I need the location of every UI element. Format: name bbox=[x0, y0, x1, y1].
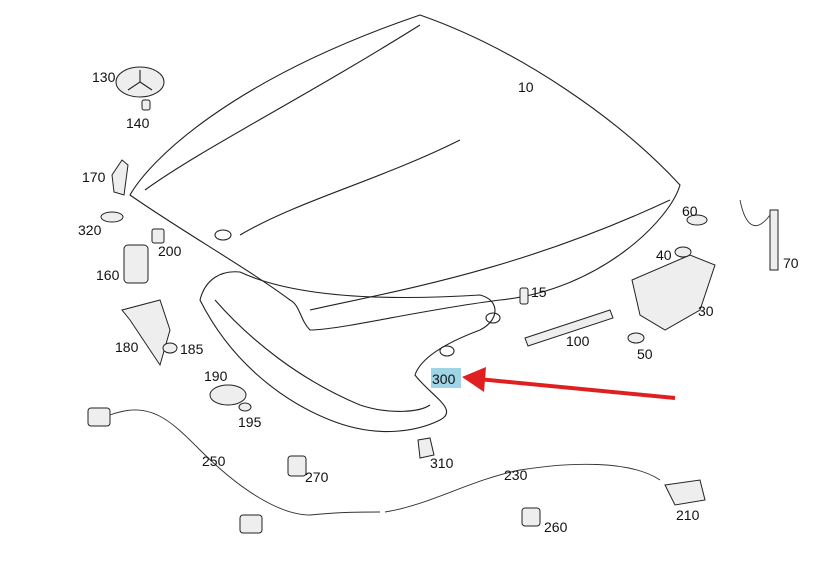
switch-270 bbox=[287, 455, 307, 477]
cable-230 bbox=[384, 463, 661, 513]
hood-bolt-hole bbox=[439, 345, 455, 357]
label-170: 170 bbox=[82, 169, 106, 185]
label-310: 310 bbox=[430, 455, 454, 471]
label-50: 50 bbox=[637, 346, 653, 362]
hood-crease bbox=[239, 139, 461, 236]
star-emblem-mark bbox=[127, 70, 153, 91]
cable-250 bbox=[109, 409, 381, 516]
label-270: 270 bbox=[305, 469, 329, 485]
hood-panel bbox=[129, 14, 681, 331]
part-190 bbox=[209, 384, 247, 406]
label-140: 140 bbox=[126, 115, 150, 131]
part-15 bbox=[519, 287, 529, 305]
actuator-70 bbox=[769, 209, 779, 271]
actuator-cable bbox=[739, 199, 771, 227]
washer-50 bbox=[627, 332, 645, 344]
label-200: 200 bbox=[158, 243, 182, 259]
hood-crease bbox=[309, 199, 671, 311]
label-10: 10 bbox=[518, 79, 534, 95]
pointer-arrow-head-icon bbox=[462, 367, 486, 392]
label-185: 185 bbox=[180, 341, 204, 357]
connector-250b bbox=[239, 514, 263, 534]
label-100: 100 bbox=[566, 333, 590, 349]
label-260: 260 bbox=[544, 519, 568, 535]
clip-310 bbox=[417, 437, 435, 459]
part-200 bbox=[151, 228, 165, 244]
liner-inner-edge bbox=[214, 299, 431, 412]
buffer-160 bbox=[123, 244, 149, 284]
part-320 bbox=[100, 211, 124, 223]
part-170 bbox=[111, 159, 129, 196]
part-40 bbox=[674, 246, 692, 258]
label-60: 60 bbox=[682, 203, 698, 219]
label-130: 130 bbox=[92, 69, 116, 85]
label-300: 300 bbox=[432, 371, 456, 387]
hood-liner-300 bbox=[199, 271, 496, 433]
label-40: 40 bbox=[656, 247, 672, 263]
highlight-300 bbox=[431, 368, 461, 388]
label-160: 160 bbox=[96, 267, 120, 283]
part-140 bbox=[141, 99, 151, 111]
pointer-arrow-shaft bbox=[477, 377, 676, 400]
label-210: 210 bbox=[676, 507, 700, 523]
label-250: 250 bbox=[202, 453, 226, 469]
gas-strut-100 bbox=[524, 309, 614, 347]
bracket-180 bbox=[121, 299, 171, 367]
label-320: 320 bbox=[78, 222, 102, 238]
hood-bolt-hole bbox=[485, 312, 501, 324]
hood-crease bbox=[144, 24, 421, 191]
connector-250a bbox=[87, 407, 111, 427]
label-70: 70 bbox=[783, 255, 799, 271]
part-185 bbox=[162, 342, 178, 354]
hood-bolt-hole bbox=[214, 229, 232, 241]
label-190: 190 bbox=[204, 368, 228, 384]
label-230: 230 bbox=[504, 467, 528, 483]
part-260 bbox=[521, 507, 541, 527]
part-195 bbox=[238, 402, 252, 412]
label-180: 180 bbox=[115, 339, 139, 355]
label-195: 195 bbox=[238, 414, 262, 430]
label-30: 30 bbox=[698, 303, 714, 319]
lock-210 bbox=[664, 479, 706, 506]
label-15: 15 bbox=[531, 284, 547, 300]
part-60 bbox=[686, 214, 708, 226]
